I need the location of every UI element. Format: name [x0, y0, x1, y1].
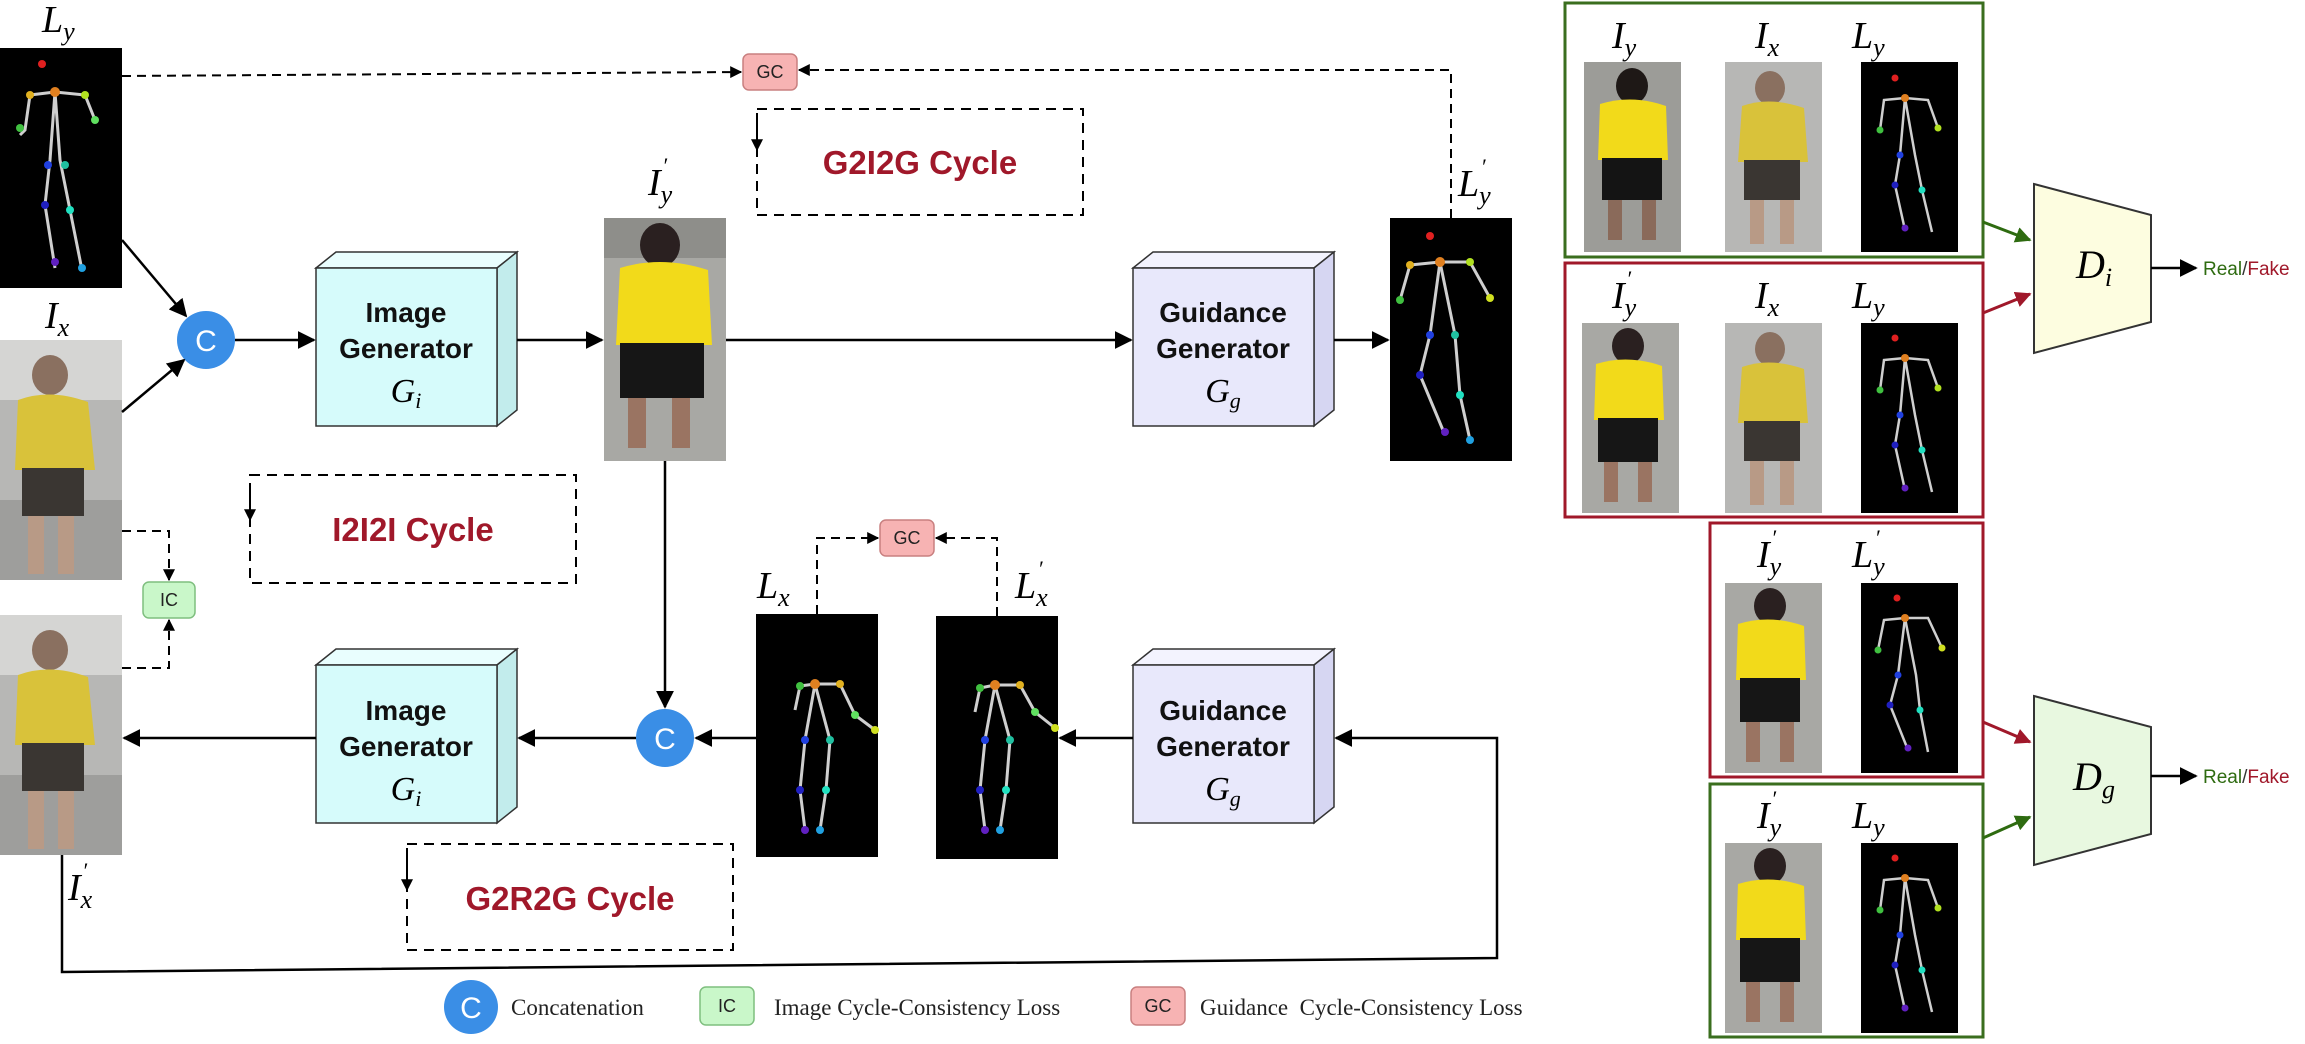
guidance-generator-top: Guidance Generator Gg	[1130, 250, 1337, 428]
label-ly-left: Ly	[41, 0, 75, 46]
image-generator-bottom-symbol: Gi	[391, 771, 422, 811]
photo-ix-left	[0, 340, 122, 580]
pose-map-ly-prime	[1390, 218, 1512, 461]
image-generator-top-line1: Image	[366, 297, 447, 328]
loss-connectors	[121, 64, 1452, 669]
panel-real-di: Iy Ix Ly	[1563, 1, 1985, 259]
concat-node-top: C	[177, 311, 235, 369]
legend-concat-label: Concatenation	[511, 995, 644, 1020]
g2r2g-cycle-box: G2R2G Cycle	[401, 843, 734, 951]
legend-ic-label: Image Cycle-Consistency Loss	[774, 995, 1060, 1020]
pose-map-ly-left	[0, 48, 122, 288]
ic-badge-label: IC	[160, 590, 178, 610]
guidance-generator-top-line1: Guidance	[1159, 297, 1287, 328]
image-generator-bottom-line2: Generator	[339, 731, 473, 762]
g2i2g-cycle-label: G2I2G Cycle	[823, 144, 1017, 181]
panel-fake-di-label-ix: Ix	[1754, 275, 1780, 322]
gc-badge-top: GC	[742, 53, 798, 91]
legend-ic-icon-label: IC	[718, 996, 736, 1016]
label-lx: Lx	[756, 565, 790, 612]
panel-fake-di-photo-iy-prime	[1582, 323, 1679, 513]
discriminator-input-arrows	[1982, 220, 2198, 840]
panel-real-dg-label-ly: Ly	[1851, 795, 1885, 842]
panel-fake-di: Iy′ Ix Ly	[1563, 261, 1985, 519]
panel-real-dg-photo-iy-prime	[1725, 843, 1822, 1033]
g2r2g-cycle-label: G2R2G Cycle	[465, 880, 674, 917]
label-iy-prime-center: Iy′	[647, 153, 673, 209]
legend: C Concatenation IC Image Cycle-Consisten…	[444, 980, 1523, 1034]
concat-node-bottom-label: C	[654, 723, 676, 756]
label-ix-prime-left: Ix′	[67, 858, 93, 914]
guidance-generator-bottom-line2: Generator	[1156, 731, 1290, 762]
panel-fake-dg-label-ly-prime: Ly′	[1851, 525, 1885, 581]
panel-fake-di-photo-ix	[1725, 323, 1822, 513]
photo-ix-prime-left	[0, 615, 122, 855]
di-output-label: Real/Fake	[2203, 259, 2290, 280]
guidance-generator-bottom-line1: Guidance	[1159, 695, 1287, 726]
image-generator-bottom-line1: Image	[366, 695, 447, 726]
panel-real-dg-pose-ly	[1861, 843, 1958, 1033]
image-generator-bottom: Image Generator Gi	[313, 647, 520, 825]
legend-concat-icon-label: C	[460, 992, 482, 1025]
flow-connectors	[60, 239, 1499, 974]
image-generator-top-line2: Generator	[339, 333, 473, 364]
ic-badge: IC	[142, 581, 196, 619]
legend-concat-icon: C	[444, 980, 498, 1034]
guidance-generator-bottom: Guidance Generator Gg	[1130, 647, 1337, 825]
panel-real-di-label-ly: Ly	[1851, 15, 1885, 62]
panel-real-di-photo-iy	[1584, 62, 1681, 252]
panel-fake-di-pose-ly	[1861, 323, 1958, 513]
gc-badge-bottom-label: GC	[894, 528, 921, 548]
g2i2g-cycle-box: G2I2G Cycle	[751, 108, 1084, 216]
label-ix-left: Ix	[44, 295, 70, 342]
gc-badge-bottom: GC	[879, 519, 935, 557]
legend-gc-icon: GC	[1130, 986, 1186, 1026]
panel-real-dg-label-iy-prime: Iy′	[1756, 786, 1782, 842]
panel-fake-di-label-iy-prime: Iy′	[1611, 266, 1637, 322]
discriminator-dg: Dg	[2033, 694, 2152, 867]
i2i2i-cycle-label: I2I2I Cycle	[332, 511, 493, 548]
photo-iy-prime-center	[604, 218, 726, 461]
guidance-generator-top-line2: Generator	[1156, 333, 1290, 364]
pose-map-lx	[756, 614, 879, 857]
panel-real-di-photo-ix	[1725, 62, 1822, 252]
panel-real-dg: Iy′ Ly	[1708, 782, 1985, 1039]
legend-gc-label: Guidance Cycle-Consistency Loss	[1200, 995, 1523, 1020]
image-generator-top: Image Generator Gi	[313, 250, 520, 428]
gc-badge-top-label: GC	[757, 62, 784, 82]
panel-fake-dg: Iy′ Ly′	[1708, 521, 1985, 779]
label-lx-prime: Lx′	[1014, 556, 1048, 612]
panel-real-di-label-ix: Ix	[1754, 15, 1780, 62]
dg-output-label: Real/Fake	[2203, 767, 2290, 788]
panel-real-di-pose-ly	[1861, 62, 1958, 252]
discriminator-di: Di	[2033, 182, 2152, 355]
i2i2i-cycle-box: I2I2I Cycle	[244, 474, 577, 584]
label-ly-prime-center: Ly′	[1457, 154, 1491, 210]
panel-fake-di-label-ly: Ly	[1851, 275, 1885, 322]
panel-real-di-label-iy: Iy	[1611, 15, 1637, 62]
panel-fake-dg-photo-iy-prime	[1725, 583, 1822, 773]
legend-gc-icon-label: GC	[1145, 996, 1172, 1016]
panel-fake-dg-label-iy-prime: Iy′	[1756, 525, 1782, 581]
legend-ic-icon: IC	[699, 986, 755, 1026]
concat-node-top-label: C	[195, 325, 217, 358]
panel-fake-dg-pose-ly-prime	[1861, 583, 1958, 773]
concat-node-bottom: C	[636, 709, 694, 767]
pose-map-lx-prime	[936, 616, 1059, 859]
